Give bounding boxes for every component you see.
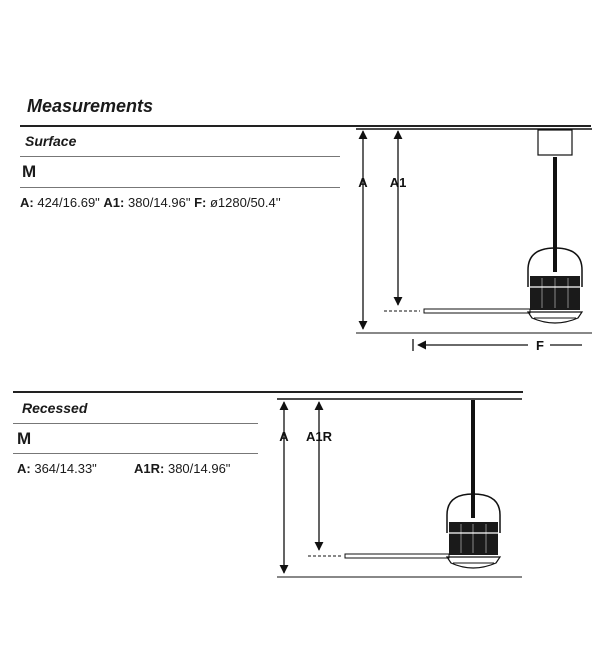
recessed-spec-a1r-key: A1R:: [134, 461, 165, 476]
recessed-a-label: A: [279, 429, 289, 444]
surface-a-label: A: [358, 175, 368, 190]
page-title: Measurements: [27, 96, 154, 116]
surface-spec-a1-key: A1:: [103, 195, 125, 210]
surface-downrod: [553, 157, 557, 272]
recessed-lower-housing: [445, 556, 502, 569]
recessed-spec-a-value: 364/14.33": [34, 461, 97, 476]
surface-spec-a-key: A:: [20, 195, 34, 210]
surface-glass-dome: [527, 247, 583, 287]
recessed-blade: [344, 553, 450, 559]
recessed-label: Recessed: [22, 400, 88, 416]
recessed-label-rule: [13, 423, 258, 424]
recessed-glass-dome: [446, 493, 501, 533]
surface-specs: A: 424/16.69" A1: 380/14.96" F: ø1280/50…: [20, 195, 281, 210]
surface-size: M: [22, 162, 37, 181]
recessed-size-rule: [13, 453, 258, 454]
surface-spec-f-value: ø1280/50.4'': [209, 195, 281, 210]
recessed-spec-a: A: 364/14.33": [17, 461, 97, 476]
recessed-top-rule: [13, 391, 523, 393]
surface-spec-a1-value: 380/14.96": [128, 195, 191, 210]
surface-drawing: [356, 128, 592, 351]
surface-a1-label: A1: [390, 175, 407, 190]
surface-f-label: F: [536, 338, 544, 353]
recessed-a1r-label: A1R: [306, 429, 333, 444]
recessed-spec-a-key: A:: [17, 461, 31, 476]
surface-label-rule: [20, 156, 340, 157]
surface-spec-a-value: 424/16.69": [37, 195, 100, 210]
surface-blade: [423, 308, 531, 314]
surface-canopy: [537, 129, 573, 156]
recessed-drawing: [277, 398, 522, 578]
recessed-spec-a1r-value: 380/14.96": [167, 461, 231, 476]
surface-label: Surface: [25, 133, 77, 149]
recessed-spec-a1r: A1R: 380/14.96": [134, 461, 230, 476]
recessed-size: M: [17, 429, 32, 448]
recessed-downrod: [471, 400, 475, 518]
surface-top-rule: [20, 125, 591, 127]
surface-lower-housing: [526, 311, 584, 324]
surface-spec-f-key: F:: [194, 195, 207, 210]
surface-size-rule: [20, 187, 340, 188]
